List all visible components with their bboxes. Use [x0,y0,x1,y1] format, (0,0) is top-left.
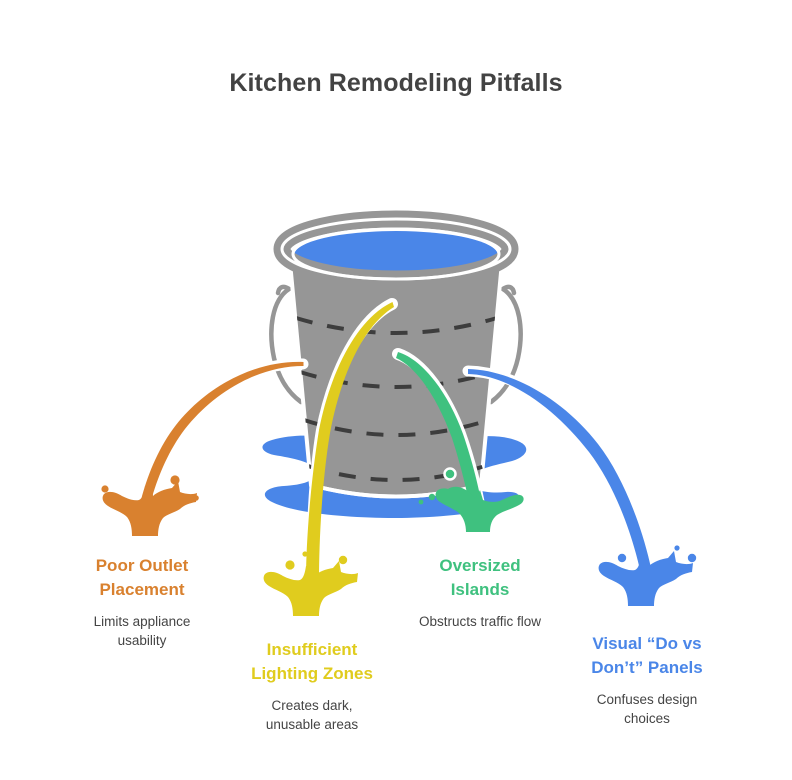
stream-oversized-islands [392,348,524,532]
pitfall-desc-line2: usability [117,633,167,649]
pitfall-label-insufficient-lighting-zones: Insufficient Lighting Zones Creates dark… [222,638,402,735]
pitfall-title-line1: Oversized [439,556,521,575]
splash-droplet-blue-3 [687,553,697,563]
bucket-handle-right-hook [500,284,517,296]
pitfall-desc-visual-do-vs-dont-panels: Confuses design choices [552,690,742,728]
bucket-handle-left-hook [275,284,292,296]
splash-droplet-orange-2 [170,475,180,485]
bucket-handle-group [269,284,523,405]
pitfall-desc-line2: choices [624,711,670,727]
pitfall-label-poor-outlet-placement: Poor Outlet Placement Limits appliance u… [52,554,232,651]
pitfall-desc-oversized-islands: Obstructs traffic flow [390,612,570,631]
bucket-dash-band-1 [295,316,498,335]
stream-visual-do-vs-dont-panels [462,365,697,606]
stream-poor-outlet-placement [101,358,309,536]
pitfall-title-line2: Lighting Zones [251,664,373,684]
splash-droplet-blue-1 [617,553,627,563]
bucket-handle-left [269,286,304,405]
stream-orange [141,361,304,501]
stream-blue [468,369,651,570]
pitfall-label-oversized-islands: Oversized Islands Obstructs traffic flow [390,554,570,631]
splash-droplet-yellow-1 [285,560,295,570]
stream-insufficient-lighting-zones [263,298,398,616]
bucket-handle-right [488,286,523,405]
splash-droplet-yellow-3 [338,555,348,565]
pitfall-title-line2: Don’t” Panels [591,658,703,678]
pitfall-title-insufficient-lighting-zones: Insufficient Lighting Zones [222,638,402,686]
page-title: Kitchen Remodeling Pitfalls [229,68,563,97]
bucket-dashed-bands [295,316,498,482]
splash-droplet-orange-1 [101,485,109,493]
stream-yellow [306,302,394,580]
pitfall-desc-line1: Confuses design [596,692,698,708]
splash-orange [102,481,197,536]
splash-droplet-blue-2 [674,545,680,551]
pitfall-title-line1: Visual “Do vs [592,634,702,653]
pitfall-desc-poor-outlet-placement: Limits appliance usability [52,612,232,650]
splash-yellow [263,561,358,616]
pitfall-label-visual-do-vs-dont-panels: Visual “Do vs Don’t” Panels Confuses des… [552,632,742,729]
pitfall-title-line1: Insufficient [266,640,358,659]
splash-green [435,486,524,532]
bucket-hole-green [443,467,457,481]
bucket-rim-inner-edge [291,227,501,281]
pitfall-desc-line1: Creates dark, [271,698,353,714]
pitfall-desc-line2: unusable areas [265,717,359,733]
bucket-water-surface [294,231,498,279]
splash-droplet-green-1 [428,493,436,501]
pitfall-title-oversized-islands: Oversized Islands [390,554,570,602]
bucket-dash-band-2 [299,370,494,389]
pitfall-desc-line1: Limits appliance [93,614,191,630]
splash-blue [598,551,693,606]
splash-droplet-orange-3 [193,495,199,501]
pitfall-title-visual-do-vs-dont-panels: Visual “Do vs Don’t” Panels [552,632,742,680]
bucket-dash-band-3 [303,418,490,437]
pitfall-title-line2: Islands [450,580,510,600]
pitfall-title-line2: Placement [99,580,185,600]
pitfall-title-poor-outlet-placement: Poor Outlet Placement [52,554,232,602]
splash-droplet-yellow-2 [302,551,308,557]
pitfall-desc-insufficient-lighting-zones: Creates dark, unusable areas [222,696,402,734]
splash-droplet-green-2 [418,499,424,505]
pitfall-desc-line1: Obstructs traffic flow [418,614,542,630]
pitfall-title-line1: Poor Outlet [95,556,189,575]
